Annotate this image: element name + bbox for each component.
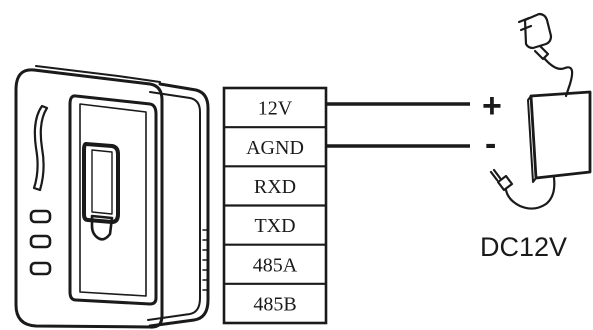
terminal-label-txd: TXD (254, 215, 295, 237)
ac-plug-prong-1 (517, 16, 531, 24)
device-side-panel (148, 82, 210, 328)
terminal-label-agnd: AGND (246, 137, 304, 159)
finger-guide-icon (90, 214, 114, 241)
negative-sign: - (485, 125, 496, 163)
device-front-face (14, 68, 164, 329)
terminal-label-485a: 485A (253, 254, 298, 276)
device-side-ticks (202, 229, 208, 291)
power-wires (326, 102, 470, 148)
fingerprint-sensor-icon (82, 142, 120, 224)
ac-cord (542, 56, 574, 98)
device-button-2 (29, 234, 52, 249)
power-supply-label: DC12V (480, 232, 567, 262)
positive-sign: + (482, 87, 502, 125)
device-buttons (29, 209, 52, 276)
sensor-plate-inner (79, 103, 147, 297)
ac-plug-icon (517, 12, 553, 61)
dc-cord (504, 176, 556, 210)
power-adapter (489, 12, 592, 210)
terminal-label-12v: 12V (258, 98, 293, 120)
terminal-label-485b: 485B (253, 293, 296, 315)
fingerprint-device (14, 65, 210, 329)
light-bar-icon (32, 104, 49, 192)
sensor-window-inner (91, 149, 113, 215)
adapter-box-edge (527, 95, 537, 183)
fingerprint-sensor-plate (68, 94, 158, 306)
ac-plug-body (523, 12, 553, 50)
dc-plug-icon (489, 168, 514, 192)
sensor-plate-outer (68, 94, 158, 306)
ac-plug-collar (533, 44, 550, 61)
terminal-block: 12V AGND RXD TXD 485A 485B (222, 86, 328, 325)
device-button-3 (29, 261, 52, 276)
terminal-label-rxd: RXD (254, 176, 296, 198)
device-side-inner-edge (147, 91, 201, 321)
adapter-box-front (529, 90, 592, 180)
device-top-rim (35, 65, 161, 83)
device-button-1 (29, 209, 52, 224)
ac-plug-prong-2 (519, 24, 533, 32)
